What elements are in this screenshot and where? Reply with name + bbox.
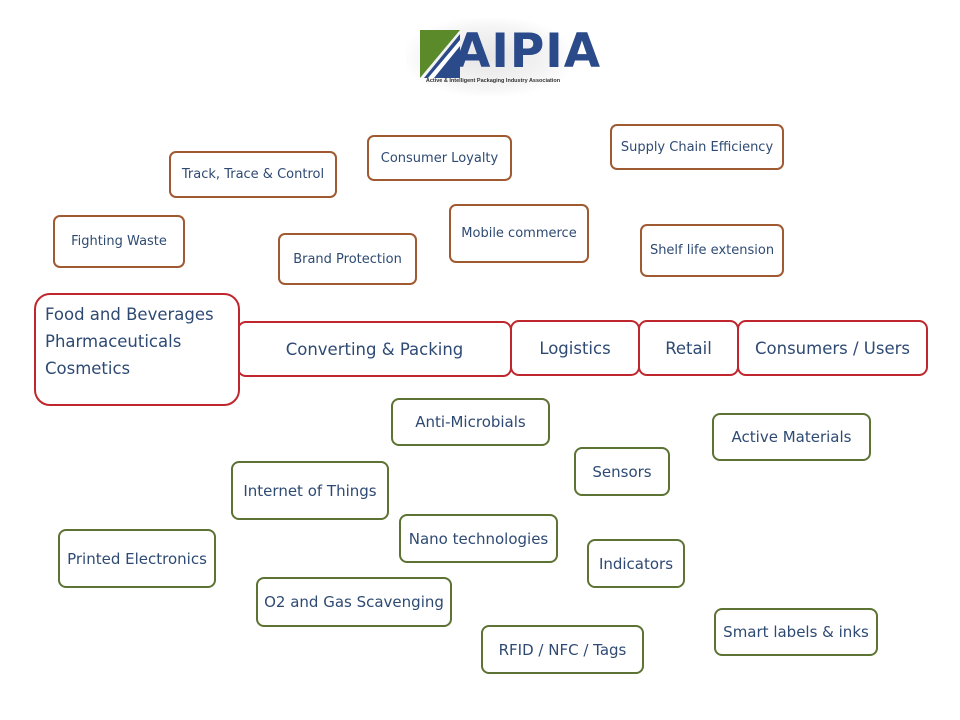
tech-nano-technologies: Nano technologies bbox=[399, 514, 558, 563]
benefit-track-trace-control: Track, Trace & Control bbox=[169, 151, 337, 198]
benefit-mobile-commerce: Mobile commerce bbox=[449, 204, 589, 263]
sector-food-and-beverages: Food and Beverages bbox=[45, 305, 214, 324]
chain-label: Retail bbox=[665, 338, 712, 358]
tech-label: Smart labels & inks bbox=[723, 623, 869, 641]
benefit-label: Consumer Loyalty bbox=[380, 150, 499, 166]
tech-smart-labels-inks: Smart labels & inks bbox=[714, 608, 878, 656]
tech-o2-gas-scavenging: O2 and Gas Scavenging bbox=[256, 577, 452, 627]
benefit-consumer-loyalty: Consumer Loyalty bbox=[367, 135, 512, 181]
chain-consumers-users: Consumers / Users bbox=[737, 320, 928, 376]
tech-label: Internet of Things bbox=[243, 481, 377, 500]
chain-converting-packing: Converting & Packing bbox=[237, 321, 512, 377]
logo-tagline: Active & Intelligent Packaging Industry … bbox=[425, 78, 561, 84]
benefit-label: Brand Protection bbox=[293, 251, 402, 267]
tech-anti-microbials: Anti-Microbials bbox=[391, 398, 550, 446]
logo-wordmark: AIPIA bbox=[454, 24, 602, 79]
sectors-box: Food and Beverages Pharmaceuticals Cosme… bbox=[34, 293, 240, 406]
tech-label: Anti-Microbials bbox=[415, 413, 526, 431]
tech-label: O2 and Gas Scavenging bbox=[264, 593, 444, 611]
benefit-fighting-waste: Fighting Waste bbox=[53, 215, 185, 268]
benefit-label: Supply Chain Efficiency bbox=[620, 139, 774, 155]
chain-label: Consumers / Users bbox=[755, 338, 910, 358]
logo-mark-icon bbox=[420, 30, 460, 78]
benefit-supply-chain-efficiency: Supply Chain Efficiency bbox=[610, 124, 784, 170]
benefit-label: Shelf life extension bbox=[649, 243, 775, 258]
sector-pharmaceuticals: Pharmaceuticals bbox=[45, 332, 182, 351]
benefit-label: Mobile commerce bbox=[461, 226, 577, 241]
tech-indicators: Indicators bbox=[587, 539, 685, 588]
chain-retail: Retail bbox=[638, 320, 739, 376]
tech-active-materials: Active Materials bbox=[712, 413, 871, 461]
benefit-label: Fighting Waste bbox=[71, 234, 167, 249]
tech-internet-of-things: Internet of Things bbox=[231, 461, 389, 520]
aipia-logo: AIPIA Active & Intelligent Packaging Ind… bbox=[406, 18, 600, 96]
benefit-shelf-life-extension: Shelf life extension bbox=[640, 224, 784, 277]
tech-rfid-nfc-tags: RFID / NFC / Tags bbox=[481, 625, 644, 674]
sector-cosmetics: Cosmetics bbox=[45, 359, 131, 378]
tech-label: RFID / NFC / Tags bbox=[498, 640, 627, 659]
tech-label: Printed Electronics bbox=[67, 549, 207, 568]
tech-label: Sensors bbox=[592, 462, 652, 481]
benefit-label: Track, Trace & Control bbox=[181, 167, 325, 182]
tech-sensors: Sensors bbox=[574, 447, 670, 496]
chain-label: Converting & Packing bbox=[285, 339, 464, 359]
chain-label: Logistics bbox=[539, 338, 611, 358]
tech-printed-electronics: Printed Electronics bbox=[58, 529, 216, 588]
tech-label: Nano technologies bbox=[408, 529, 549, 548]
tech-label: Indicators bbox=[598, 554, 674, 573]
benefit-brand-protection: Brand Protection bbox=[278, 233, 417, 285]
tech-label: Active Materials bbox=[731, 428, 852, 446]
chain-logistics: Logistics bbox=[510, 320, 640, 376]
